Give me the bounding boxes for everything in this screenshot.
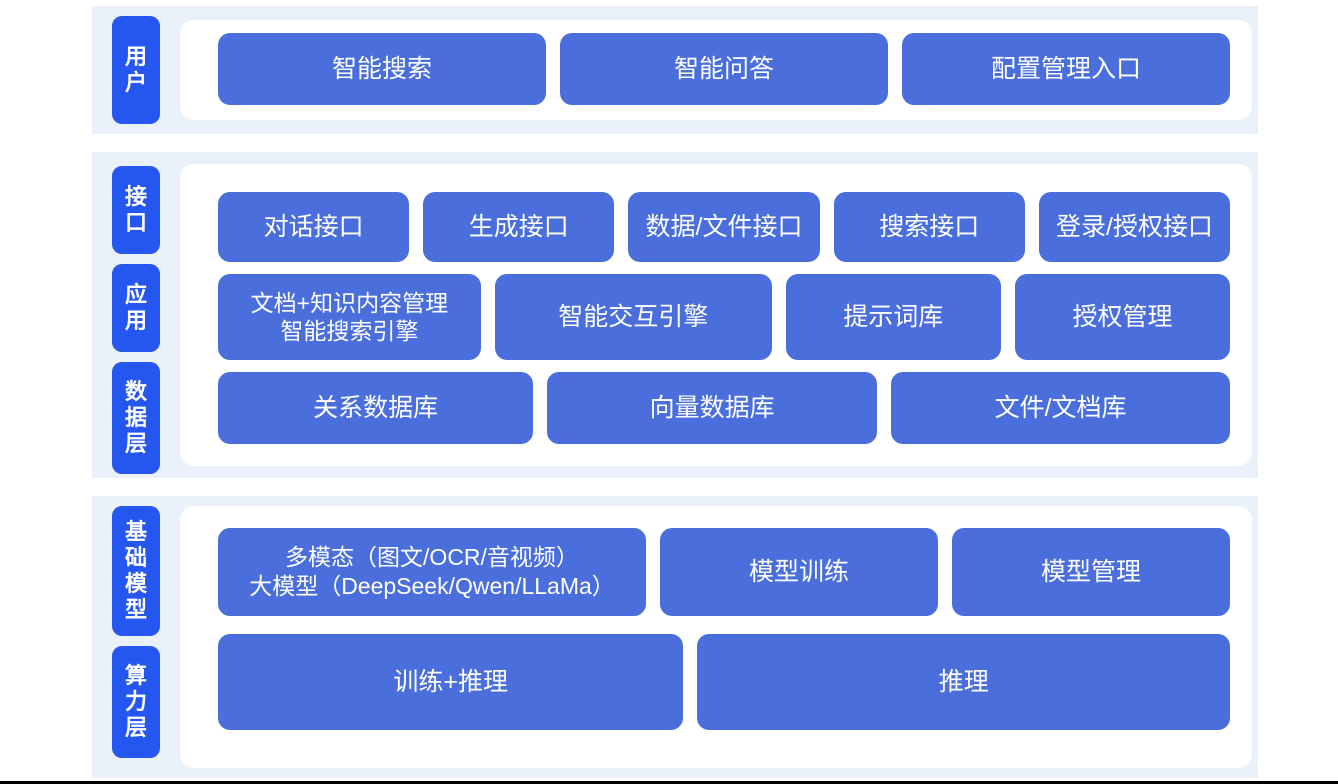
model-box-model-management[interactable]: 模型管理 [952,528,1230,616]
application-box-document-knowledge-management[interactable]: 文档+知识内容管理 智能搜索引擎 [218,274,481,360]
layer-tab-data-char-1: 据 [124,405,147,431]
layer-tab-user-char-0: 用 [124,44,147,70]
layer-tab-application-char-0: 应 [124,282,147,308]
layer-tab-application-char-1: 用 [124,308,147,333]
interface-box-generation-api[interactable]: 生成接口 [423,192,615,262]
layer-tab-foundation-model-char-2: 模 [124,571,147,596]
user-box-config-management-entry[interactable]: 配置管理入口 [902,33,1230,105]
layer-tab-foundation-model-char-3: 型 [124,596,147,622]
user-box-row: 智能搜索 智能问答 配置管理入口 [218,33,1230,105]
layer-tab-interface-char-1: 口 [124,210,147,235]
user-tab-column: 用 户 [92,6,180,134]
data-box-relational-database[interactable]: 关系数据库 [218,372,534,444]
layer-tab-compute[interactable]: 算 力 层 [112,646,160,758]
compute-box-row: 训练+推理 推理 [218,634,1230,730]
data-box-vector-database[interactable]: 向量数据库 [547,372,878,444]
data-box-file-document-store[interactable]: 文件/文档库 [891,372,1230,444]
interface-box-dialog-api[interactable]: 对话接口 [218,192,410,262]
layer-tab-foundation-model-char-0: 基 [124,519,147,545]
layer-tab-application[interactable]: 应 用 [112,264,160,352]
application-box-authorization-management[interactable]: 授权管理 [1014,274,1231,360]
application-box-prompt-library[interactable]: 提示词库 [785,274,1001,360]
application-box-smart-interaction-engine[interactable]: 智能交互引擎 [494,274,772,360]
section-user: 用 户 智能搜索 智能问答 配置管理入口 [92,6,1258,134]
user-card: 智能搜索 智能问答 配置管理入口 [180,20,1252,120]
section-middle: 接 口 应 用 数 据 层 对话接口 生成接口 数据/文件接口 搜索接口 登录/… [92,152,1258,478]
model-box-multimodal-large-model[interactable]: 多模态（图文/OCR/音视频） 大模型（DeepSeek/Qwen/LLaMa） [218,528,646,616]
layer-tab-foundation-model-char-1: 础 [124,545,147,571]
compute-box-training-and-inference[interactable]: 训练+推理 [218,634,684,730]
middle-tab-column: 接 口 应 用 数 据 层 [92,152,180,478]
layer-tab-data-char-0: 数 [124,379,147,405]
layer-tab-user[interactable]: 用 户 [112,16,160,124]
compute-box-inference[interactable]: 推理 [697,634,1230,730]
layer-tab-compute-char-1: 力 [124,689,147,715]
data-box-row: 关系数据库 向量数据库 文件/文档库 [218,372,1230,444]
interface-box-login-auth-api[interactable]: 登录/授权接口 [1038,192,1231,262]
layer-tab-interface[interactable]: 接 口 [112,166,160,254]
user-box-smart-qa[interactable]: 智能问答 [560,33,888,105]
user-box-smart-search[interactable]: 智能搜索 [218,33,546,105]
layer-tab-data[interactable]: 数 据 层 [112,362,160,474]
interface-box-search-api[interactable]: 搜索接口 [833,192,1025,262]
application-box-row: 文档+知识内容管理 智能搜索引擎 智能交互引擎 提示词库 授权管理 [218,274,1231,360]
interface-box-row: 对话接口 生成接口 数据/文件接口 搜索接口 登录/授权接口 [218,192,1231,262]
infrastructure-card: 多模态（图文/OCR/音视频） 大模型（DeepSeek/Qwen/LLaMa）… [180,506,1252,768]
section-infrastructure: 基 础 模 型 算 力 层 多模态（图文/OCR/音视频） 大模型（DeepSe… [92,496,1258,778]
layer-tab-compute-char-2: 层 [124,714,147,740]
middle-card: 对话接口 生成接口 数据/文件接口 搜索接口 登录/授权接口 文档+知识内容管理… [180,164,1252,466]
interface-box-data-file-api[interactable]: 数据/文件接口 [628,192,820,262]
infrastructure-tab-column: 基 础 模 型 算 力 层 [92,496,180,778]
layer-tab-data-char-2: 层 [124,430,147,456]
layer-tab-compute-char-0: 算 [124,663,147,689]
model-box-model-training[interactable]: 模型训练 [660,528,938,616]
layer-tab-interface-char-0: 接 [124,184,147,210]
foundation-model-box-row: 多模态（图文/OCR/音视频） 大模型（DeepSeek/Qwen/LLaMa）… [218,528,1230,616]
layer-tab-foundation-model[interactable]: 基 础 模 型 [112,506,160,636]
layer-tab-user-char-1: 户 [124,70,147,95]
